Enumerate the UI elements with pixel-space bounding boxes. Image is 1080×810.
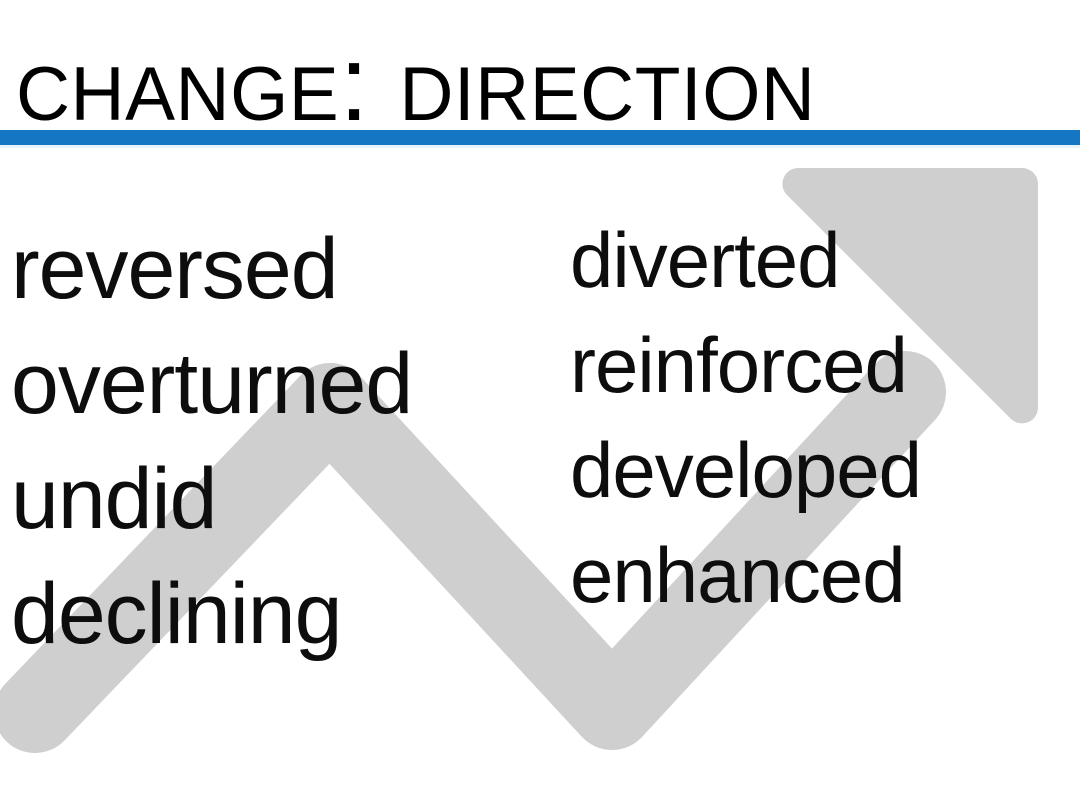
list-item: reversed	[11, 221, 339, 317]
page-title: Change: Direction	[16, 22, 816, 143]
list-item: diverted	[570, 216, 841, 304]
list-item: enhanced	[570, 531, 906, 619]
title-underline-rule	[0, 130, 1080, 145]
list-item: reinforced	[570, 321, 908, 409]
title-underline-highlight	[0, 145, 1080, 148]
list-item: undid	[11, 451, 217, 547]
left-word-column: reversed overturned undid declining	[11, 212, 413, 672]
list-item: declining	[11, 566, 342, 662]
list-item: developed	[570, 426, 922, 514]
right-word-column: diverted reinforced developed enhanced	[570, 208, 922, 628]
list-item: overturned	[11, 336, 413, 432]
